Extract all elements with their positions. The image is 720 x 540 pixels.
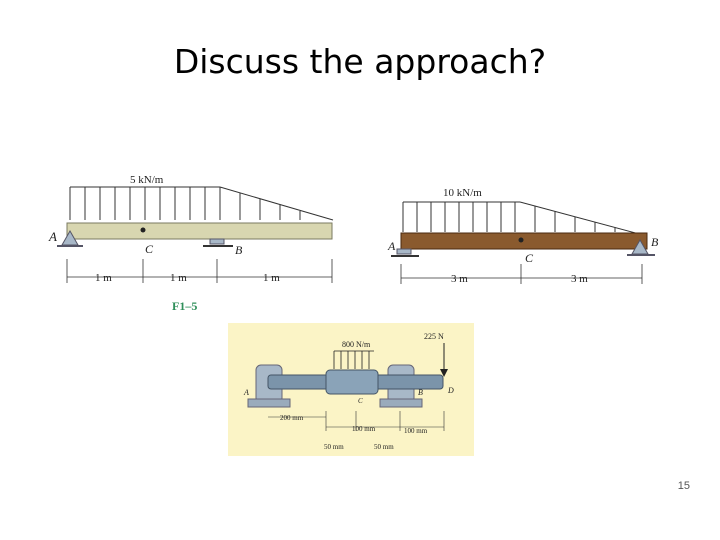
dim-3: 1 m: [263, 272, 280, 284]
dimension-lines: [66, 259, 333, 283]
roller-support-b: [203, 238, 233, 247]
force-label: 225 N: [424, 332, 444, 341]
point-b-label: B: [651, 235, 659, 249]
point-force-arrow: [440, 343, 448, 377]
point-a-label: A: [243, 388, 249, 397]
point-b-label: B: [235, 243, 243, 257]
dim-50mm-2: 50 mm: [374, 443, 394, 451]
left-beam-figure: 5 kN/m A C B 1 m 1 m 1 m F1–5: [48, 174, 334, 313]
dim-1: 3 m: [451, 273, 468, 285]
point-b-label: B: [418, 388, 423, 397]
shaft-figure: 800 N/m 225 N A C B D 200 mm 100 mm 100 …: [228, 323, 474, 456]
beam: [66, 222, 333, 240]
dim-200mm: 200 mm: [280, 414, 304, 422]
slide-title: Discuss the approach?: [173, 42, 547, 81]
dimension-lines: [400, 264, 643, 284]
dim-1: 1 m: [95, 272, 112, 284]
beam: [400, 232, 648, 250]
pin-support-b: [627, 238, 655, 256]
point-c-label: C: [145, 242, 154, 256]
load-label: 800 N/m: [342, 340, 371, 349]
figure-caption: F1–5: [172, 299, 197, 313]
dim-50mm-1: 50 mm: [324, 443, 344, 451]
dim-100mm-2: 100 mm: [404, 427, 428, 435]
dimension-lines: [268, 411, 445, 431]
point-a-label: A: [387, 239, 396, 253]
point-c-dot: [140, 227, 146, 233]
point-a-label: A: [48, 229, 57, 244]
distributed-load-arrows: [69, 186, 334, 221]
shaft-collar: [325, 369, 379, 395]
load-label: 5 kN/m: [130, 174, 164, 186]
pin-support-a: [57, 229, 83, 247]
right-beam-figure: 10 kN/m A C B 3 m 3 m: [387, 187, 659, 285]
dim-100mm-1: 100 mm: [352, 425, 376, 433]
point-d-label: D: [447, 386, 454, 395]
dim-2: 1 m: [170, 272, 187, 284]
point-c-label: C: [358, 397, 363, 405]
load-label: 10 kN/m: [443, 187, 482, 199]
point-c-dot: [518, 237, 524, 243]
distributed-load-arrows: [402, 201, 644, 236]
point-c-label: C: [525, 251, 534, 265]
distributed-load-arrows: [333, 350, 374, 369]
dim-2: 3 m: [571, 273, 588, 285]
page-number: 15: [677, 480, 690, 492]
roller-support-a: [391, 248, 419, 257]
